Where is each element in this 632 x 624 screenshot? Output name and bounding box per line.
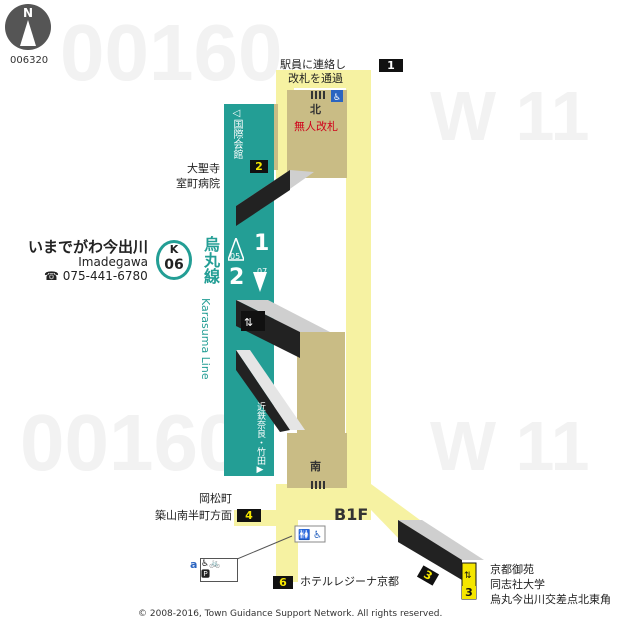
exit-4-label-1: 岡松町 xyxy=(199,492,232,505)
svg-text:♿: ♿ xyxy=(333,93,341,103)
wheelchair-icon xyxy=(331,90,343,102)
north-gate-label: 北 xyxy=(310,103,321,116)
stair-exit-3 xyxy=(398,520,484,580)
exit-4-label-2: 築山南半町方面 xyxy=(155,509,232,522)
station-prev: 05 xyxy=(230,252,241,261)
svg-text:♿: ♿ xyxy=(313,530,322,541)
facilities-icon: ♿🚲🅿︎ xyxy=(200,558,238,582)
escalator-icon xyxy=(241,311,265,331)
svg-text:⇅: ⇅ xyxy=(244,316,253,329)
station-romaji: Imadegawa xyxy=(78,255,148,269)
arrow-up-icon xyxy=(228,238,244,261)
svg-text:00160: 00160 xyxy=(20,398,242,487)
exit-2-label-2: 室町病院 xyxy=(176,177,220,190)
facilities-marker: a xyxy=(190,558,198,571)
compass-icon: N xyxy=(5,4,51,50)
track-1-label: 1 xyxy=(254,231,270,256)
svg-text:00160: 00160 xyxy=(60,8,282,97)
staff-note-2: 改札を通過 xyxy=(288,72,343,85)
svg-text:⇅: ⇅ xyxy=(464,571,472,581)
floor-label: B1F xyxy=(334,505,369,524)
direction-south: 近鉄奈良・竹田▶ xyxy=(255,402,265,475)
station-phone: ☎ 075-441-6780 xyxy=(44,269,148,283)
toilet-icon xyxy=(294,525,326,543)
line-code-letter: K xyxy=(169,243,179,256)
compass-label: N xyxy=(22,6,34,20)
line-badge: K 06 xyxy=(156,240,192,280)
stair-north xyxy=(236,170,314,226)
north-unmanned-label: 無人改札 xyxy=(294,120,338,133)
line-code-number: 06 xyxy=(164,257,184,273)
stair-south xyxy=(236,350,305,432)
exit-4-badge[interactable]: 4 xyxy=(237,509,261,522)
exit-3-label-2: 同志社大学 xyxy=(490,578,545,591)
station-next: 07 xyxy=(257,267,268,276)
station-name: いまでがわ今出川 xyxy=(27,238,148,256)
exit-3-label-3: 烏丸今出川交差点北東角 xyxy=(490,593,611,606)
exit-3-label-1: 京都御苑 xyxy=(490,563,534,576)
exit-6-label: ホテルレジーナ京都 xyxy=(300,575,399,588)
exit-3-badge[interactable]: 3 xyxy=(462,586,476,599)
svg-text:W 11: W 11 xyxy=(430,407,590,485)
map-code: 006320 xyxy=(10,55,49,66)
exit-2-badge[interactable]: 2 xyxy=(250,160,268,173)
staff-note-1: 駅員に連絡し xyxy=(280,58,346,71)
south-gate-area xyxy=(287,433,347,488)
direction-north: ◁国際会館 xyxy=(231,108,242,159)
line-name-en: Karasuma Line xyxy=(199,298,212,380)
exit-6-badge[interactable]: 6 xyxy=(273,576,293,589)
line-name-ja: 烏丸線 xyxy=(201,236,220,284)
phone-number: 075-441-6780 xyxy=(62,269,148,283)
svg-text:W 11: W 11 xyxy=(430,77,590,155)
exit-2-label-1: 大聖寺 xyxy=(187,162,220,175)
copyright: © 2008-2016, Town Guidance Support Netwo… xyxy=(138,609,443,619)
arrow-down-icon xyxy=(253,272,267,292)
north-gate-area xyxy=(287,90,347,178)
svg-text:🚻: 🚻 xyxy=(298,528,310,541)
track-2-label: 2 xyxy=(229,265,245,290)
exit-1-badge[interactable]: 1 xyxy=(379,59,403,72)
south-gate-label: 南 xyxy=(310,460,321,473)
connecting-passage xyxy=(297,332,345,442)
